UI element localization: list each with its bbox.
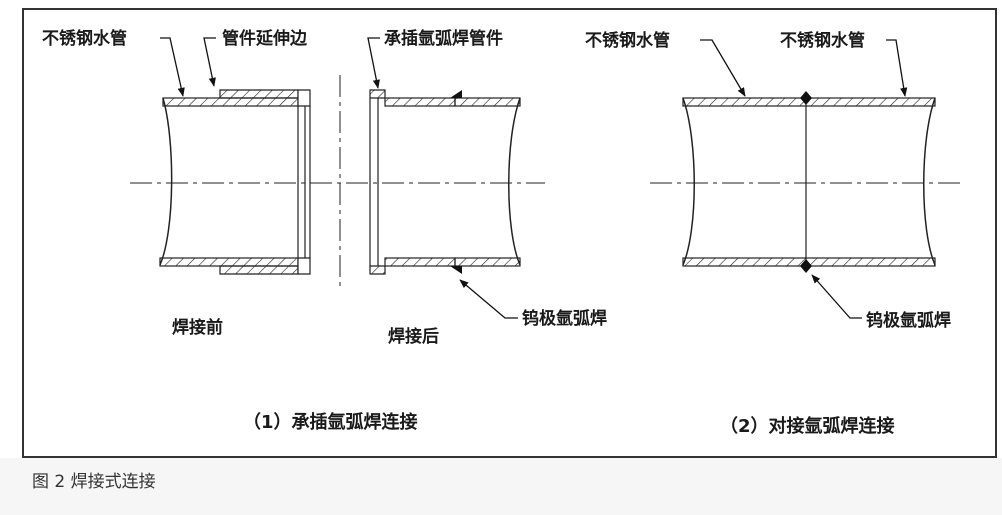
right-pipe-bottom-wall [454, 257, 521, 267]
label-pipe-b: 不锈钢水管 [780, 30, 865, 51]
left-pipe-bottom-wall [159, 257, 299, 267]
caption-band [0, 458, 1002, 515]
socket-top-right [369, 89, 386, 99]
fitting-extension-bottom [219, 265, 299, 275]
leader-socket-fitting [367, 37, 380, 89]
fitting-top-right-wall [384, 97, 456, 107]
caption-socket-weld: （1）承插氩弧焊连接 [243, 411, 418, 433]
label-fitting-extension: 管件延伸边 [222, 28, 308, 49]
socket-bottom-left [297, 257, 311, 275]
butt-weld-diagram: 不锈钢水管 不锈钢水管 钨极氩弧焊 （2）对接氩弧焊连接 [585, 30, 965, 437]
left-pipe-break-edge [159, 97, 173, 266]
leader-pipe-left [160, 37, 185, 97]
socket-top-left [297, 89, 311, 107]
right-pipe-break-edge [508, 97, 521, 266]
butt-weld-bottom [800, 259, 812, 273]
label-before: 焊接前 [172, 317, 223, 338]
socket-weld-diagram: 不锈钢水管 管件延伸边 承插氩弧焊管件 钨极氩弧焊 焊接前 焊接后 （1）承插氩… [42, 28, 607, 433]
left-pipe-top-wall [162, 97, 299, 107]
fitting-bottom-right-wall [384, 257, 456, 267]
label-socket-fitting: 承插氩弧焊管件 [384, 28, 503, 49]
label-pipe-a: 不锈钢水管 [585, 30, 670, 51]
leader-pipe-b [886, 39, 908, 97]
label-pipe-left: 不锈钢水管 [42, 28, 127, 49]
weld-bead-bottom [450, 266, 462, 274]
label-weld-left: 钨极氩弧焊 [522, 308, 607, 329]
fitting-extension-top [219, 89, 299, 99]
label-after: 焊接后 [388, 326, 439, 347]
label-weld-right: 钨极氩弧焊 [866, 310, 951, 331]
right-pipe-top-wall [454, 97, 521, 107]
figure-caption: 图 2 焊接式连接 [32, 472, 156, 492]
socket-bottom-right [369, 265, 386, 275]
leader-pipe-a [700, 39, 746, 97]
leader-weld-left [459, 279, 518, 319]
butt-weld-top [800, 91, 812, 105]
leader-weld-right [811, 274, 862, 319]
caption-butt-weld: （2）对接氩弧焊连接 [720, 415, 895, 437]
leader-fitting-extension [203, 37, 216, 87]
diagram-frame [22, 8, 997, 458]
weld-bead-top [450, 90, 462, 98]
